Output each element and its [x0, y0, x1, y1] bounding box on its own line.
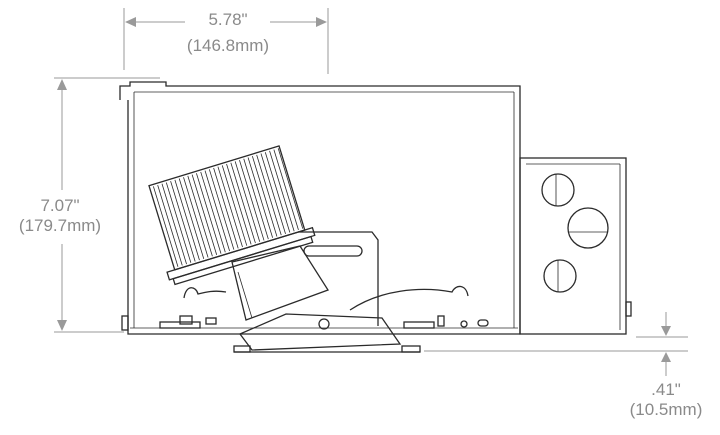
- heat-sink-fin: [264, 152, 291, 233]
- knockout-top: [541, 173, 575, 207]
- bracket-slot: [303, 245, 363, 257]
- heat-sink-fin: [161, 183, 187, 265]
- flange-imperial: .41": [651, 380, 681, 399]
- heat-sink-fin: [208, 169, 235, 250]
- heat-sink-fin: [153, 186, 179, 267]
- mounting-bracket: [298, 231, 379, 326]
- trim-flange-right: [401, 345, 421, 353]
- heat-sink-fin: [178, 178, 205, 259]
- heat-sink-fin: [217, 166, 243, 248]
- junction-box-tab: [625, 301, 632, 317]
- flange-label: .41" (10.5mm): [616, 380, 716, 420]
- heat-sink-fin: [269, 150, 295, 232]
- bottom-hardware: [159, 315, 489, 329]
- flange-arrow-bottom: [661, 352, 671, 362]
- width-label: 5.78": [186, 10, 270, 30]
- heat-sink-fin: [243, 158, 269, 240]
- height-dimension: [54, 77, 160, 333]
- width-metric: (146.8mm): [186, 36, 270, 55]
- heat-sink-fin: [226, 163, 252, 245]
- flange-arrow-top: [661, 326, 671, 336]
- trim-screw: [318, 318, 330, 330]
- trim-assembly: [233, 313, 421, 353]
- heat-sink-fin: [221, 165, 248, 246]
- torsion-springs: [183, 285, 469, 311]
- height-arrow-bottom: [57, 320, 67, 331]
- clip-left-tab: [179, 315, 193, 325]
- heat-sink-fin: [251, 156, 278, 237]
- width-dimension: [123, 8, 329, 74]
- housing-foot-left: [121, 315, 129, 331]
- spring-left: [183, 287, 227, 299]
- heat-sink-fin: [247, 157, 274, 238]
- heat-sink-fin: [234, 161, 261, 242]
- housing: [119, 81, 521, 335]
- led-module: [148, 145, 316, 286]
- heat-sink-fin: [200, 171, 226, 253]
- knockout-middle: [567, 207, 609, 249]
- heat-sink-fin: [273, 149, 299, 231]
- width-imperial: 5.78": [208, 10, 248, 29]
- height-imperial: 7.07": [40, 196, 80, 215]
- heat-sink-fin: [183, 177, 209, 258]
- junction-box-outline: [519, 157, 627, 335]
- clip-right-knob: [477, 319, 489, 327]
- height-metric: (179.7mm): [18, 216, 102, 235]
- clip-right: [403, 321, 435, 329]
- reflector-outline: [231, 245, 329, 321]
- heat-sink-fin: [165, 182, 192, 263]
- trim-flange-left: [233, 345, 251, 353]
- width-arrow-right: [316, 17, 327, 27]
- knockout-bottom: [543, 259, 577, 293]
- spring-right: [349, 285, 469, 311]
- trim-body: [238, 313, 402, 351]
- clip-right-rivet: [460, 320, 468, 328]
- heat-sink-fin: [277, 148, 304, 229]
- clip-right-tab: [437, 315, 445, 327]
- heat-sink-fin: [196, 173, 222, 254]
- heat-sink-fin: [157, 184, 183, 266]
- height-arrow-top: [57, 79, 67, 90]
- heat-sink-fin: [204, 170, 230, 252]
- heat-sink-fin: [239, 159, 265, 241]
- clip-left-screw: [205, 317, 217, 325]
- heat-sink-fin: [213, 167, 239, 249]
- heat-sink-fin: [260, 153, 286, 234]
- width-metric-label: (146.8mm): [172, 36, 284, 56]
- heat-sink-collar: [166, 226, 316, 281]
- reflector-cone: [231, 245, 329, 321]
- heat-sink-fin: [187, 175, 213, 257]
- height-label: 7.07" (179.7mm): [0, 196, 120, 236]
- bracket-outline: [298, 231, 379, 326]
- flange-metric: (10.5mm): [629, 400, 703, 419]
- flange-dimension: [424, 312, 688, 376]
- housing-outline: [119, 81, 521, 335]
- junction-box: [519, 157, 632, 335]
- width-arrow-left: [125, 17, 136, 27]
- heat-sink-fin: [191, 174, 218, 256]
- heat-sink-fin: [170, 181, 196, 262]
- heat-sink-fin: [174, 179, 200, 261]
- heat-sink-fin: [256, 154, 282, 236]
- heat-sink-fin: [230, 162, 256, 244]
- heat-sink-fins: [153, 148, 304, 267]
- reflector-inner-line: [237, 271, 253, 319]
- heat-sink-base: [172, 235, 314, 286]
